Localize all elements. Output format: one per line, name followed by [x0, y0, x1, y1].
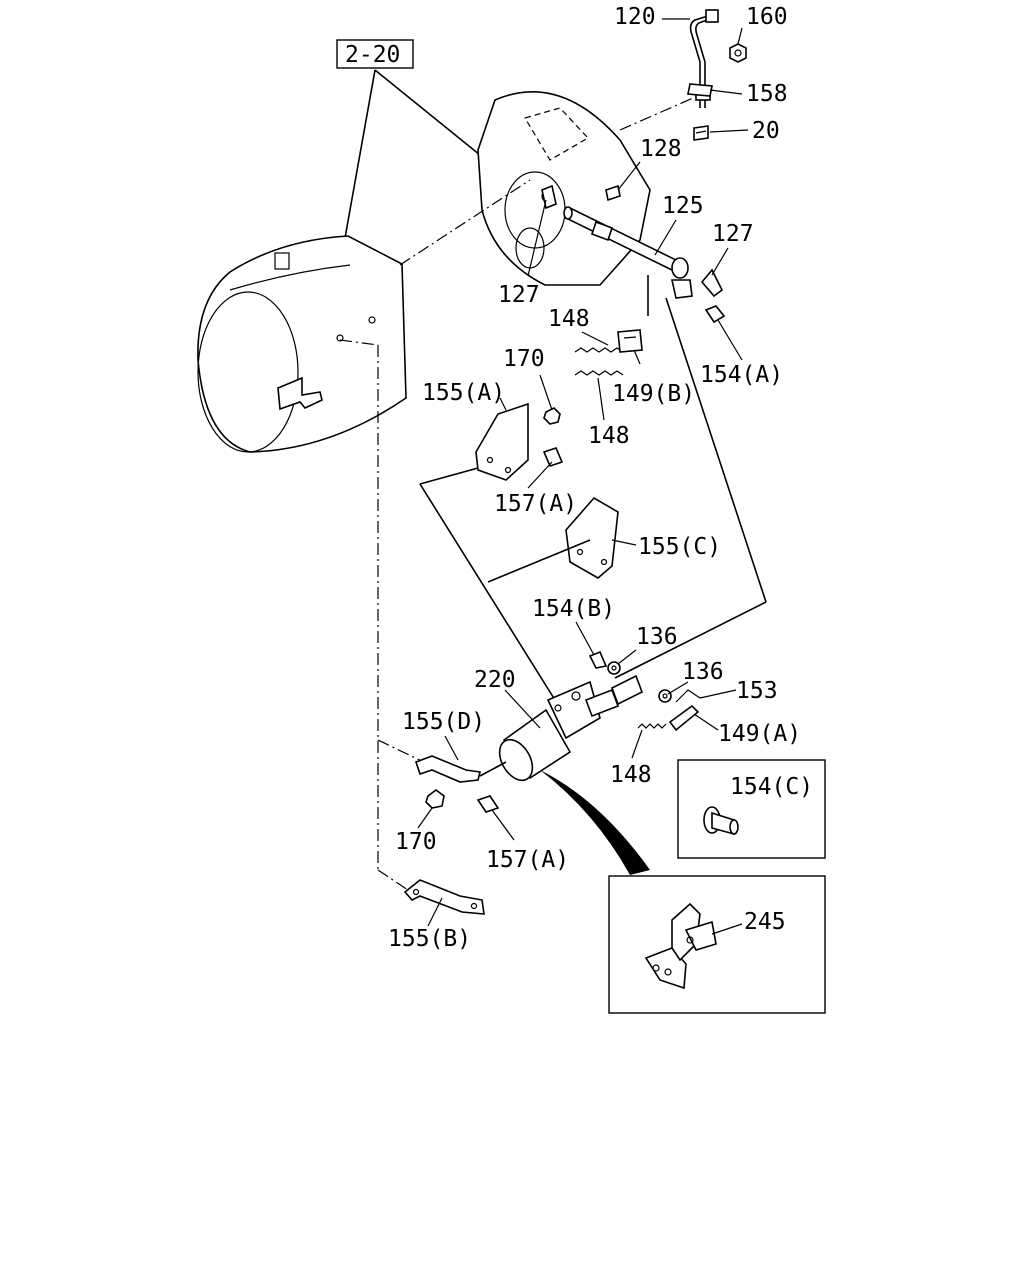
- bracket-155c[interactable]: [565, 496, 619, 579]
- label-128: 128: [640, 136, 682, 162]
- label-157a-top: 157(A): [494, 491, 577, 517]
- label-20: 20: [752, 118, 780, 144]
- nut-170-low[interactable]: [425, 789, 445, 809]
- nut-170-top[interactable]: [543, 407, 561, 425]
- label-154c: 154(C): [730, 774, 813, 800]
- clip-149b[interactable]: [617, 329, 643, 353]
- label-155d: 155(D): [402, 709, 485, 735]
- label-149a: 149(A): [718, 721, 801, 747]
- part-labels: 120 160 158 20 128 125 127 127 148 170 1…: [388, 4, 813, 952]
- label-136-b: 136: [682, 659, 724, 685]
- connector-20[interactable]: [693, 125, 709, 141]
- bracket-155a[interactable]: [475, 402, 529, 481]
- label-148-top: 148: [548, 306, 590, 332]
- lever-bracket: [671, 279, 693, 299]
- label-170-low: 170: [395, 829, 437, 855]
- pin-128[interactable]: [605, 184, 621, 202]
- label-136-a: 136: [636, 624, 678, 650]
- label-153: 153: [736, 678, 778, 704]
- transmission-case: [197, 235, 407, 453]
- label-149b: 149(B): [612, 381, 695, 407]
- washer-136-b[interactable]: [658, 689, 672, 703]
- pin-153[interactable]: [675, 689, 701, 703]
- label-220: 220: [474, 667, 516, 693]
- label-125: 125: [662, 193, 704, 219]
- label-158: 158: [746, 81, 788, 107]
- spring-148-low[interactable]: [637, 723, 667, 729]
- label-127-left: 127: [498, 282, 540, 308]
- label-120: 120: [614, 4, 656, 30]
- clutch-pipe-120[interactable]: [689, 9, 719, 108]
- section-reference[interactable]: 2-20: [336, 39, 414, 69]
- bracket-155d[interactable]: [414, 755, 507, 783]
- leader-lines: [417, 18, 749, 935]
- bolt-154a[interactable]: [704, 305, 726, 324]
- label-127-right: 127: [712, 221, 754, 247]
- label-157a-low: 157(A): [486, 847, 569, 873]
- label-155c: 155(C): [638, 534, 721, 560]
- label-155b: 155(B): [388, 926, 471, 952]
- nut-160[interactable]: [729, 43, 747, 63]
- bolt-157a-top[interactable]: [542, 447, 564, 467]
- grease-nipple-127-right[interactable]: [700, 268, 724, 298]
- clip-149a[interactable]: [668, 704, 700, 732]
- label-148-mid: 148: [588, 423, 630, 449]
- clutch-housing: [477, 91, 651, 286]
- section-reference-label: 2-20: [345, 42, 400, 68]
- bolt-154c[interactable]: [703, 806, 739, 836]
- bolt-154b[interactable]: [588, 650, 608, 669]
- detail-callout-arrow: [540, 770, 650, 875]
- linkage-outline: [419, 275, 767, 701]
- label-148-low: 148: [610, 762, 652, 788]
- lever-245[interactable]: [644, 902, 717, 990]
- section-reference-leaders: [344, 69, 481, 239]
- bolt-157a-low[interactable]: [476, 795, 500, 813]
- label-170-top: 170: [503, 346, 545, 372]
- label-245: 245: [744, 909, 786, 935]
- label-160: 160: [746, 4, 788, 30]
- label-155a: 155(A): [422, 380, 505, 406]
- shaft-125[interactable]: [563, 206, 689, 279]
- detail-box-245: [608, 875, 826, 1014]
- bracket-155b[interactable]: [403, 879, 485, 915]
- bracket-158[interactable]: [687, 83, 713, 97]
- washer-136-a[interactable]: [607, 661, 621, 675]
- label-154b: 154(B): [532, 596, 615, 622]
- label-154a: 154(A): [700, 362, 783, 388]
- detail-box-154c: [677, 759, 826, 859]
- clutch-booster-220[interactable]: [493, 674, 644, 786]
- spring-148-top[interactable]: [574, 347, 624, 376]
